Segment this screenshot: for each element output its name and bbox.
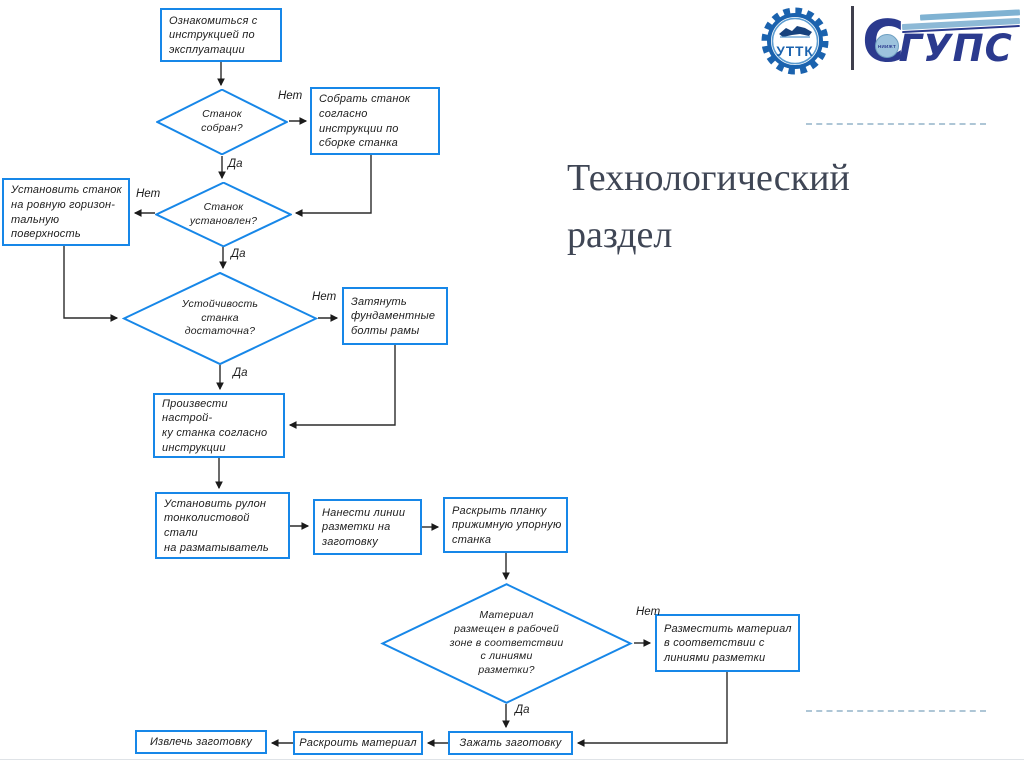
page-title: Технологический раздел <box>567 157 850 256</box>
step-label: Собрать станок согласно инструкции по сб… <box>319 93 411 150</box>
decision-label: Станок собран? <box>201 108 243 134</box>
decision-label: Станок установлен? <box>189 200 258 227</box>
step-label: Произвести настрой- ку станка согласно и… <box>162 397 268 454</box>
diamond-shape <box>380 583 633 704</box>
diamond-shape <box>156 89 288 155</box>
step-tighten-bolts: Затянуть фундаментные болты рамы <box>342 287 448 345</box>
decorative-dashed-line <box>806 710 986 712</box>
sgups-badge: НИИЖТ <box>875 34 899 58</box>
step-clamp-workpiece: Зажать заготовку <box>448 731 573 755</box>
logo-divider <box>851 6 854 70</box>
step-adjust-machine: Произвести настрой- ку станка согласно и… <box>153 393 285 458</box>
slide-bottom-edge <box>0 759 1024 760</box>
step-label: Раскрыть планку прижимную упорную станка <box>452 504 562 546</box>
branch-no-label: Нет <box>278 90 303 102</box>
decision-label: Материал размещен в рабочей зоне в соотв… <box>449 609 564 676</box>
branch-yes-label: Да <box>515 704 530 716</box>
diamond-shape <box>122 272 318 365</box>
uttk-gear-logo: УТТК <box>753 4 837 78</box>
step-label: Разместить материал в соответствии с лин… <box>664 622 792 664</box>
branch-no-label: Нет <box>636 606 661 618</box>
step-label: Извлечь заготовку <box>149 735 253 748</box>
step-label: Раскроить материал <box>299 736 417 749</box>
uttk-logo-text: УТТК <box>776 44 813 59</box>
branch-yes-label: Да <box>233 367 248 379</box>
step-extract-workpiece: Извлечь заготовку <box>135 730 267 754</box>
sgups-logo: С ГУПС НИИЖТ <box>862 8 1022 72</box>
step-label: Установить рулон тонколистовой стали на … <box>164 497 269 554</box>
gear-icon: УТТК <box>761 7 829 75</box>
sgups-letters-gups: ГУПС <box>898 27 1013 70</box>
decision-machine-installed: Станок установлен? <box>155 182 292 247</box>
step-label: Затянуть фундаментные болты рамы <box>351 295 436 337</box>
branch-yes-label: Да <box>228 158 243 170</box>
step-install-roll: Установить рулон тонколистовой стали на … <box>155 492 290 559</box>
sgups-wordmark: С ГУПС <box>862 12 1013 70</box>
branch-no-label: Нет <box>312 291 337 303</box>
step-label: Ознакомиться с инструкцией по эксплуатац… <box>169 14 258 56</box>
step-mark-lines: Нанести линии разметки на заготовку <box>313 499 422 555</box>
step-assemble-machine: Собрать станок согласно инструкции по сб… <box>310 87 440 155</box>
branch-yes-label: Да <box>231 248 246 260</box>
step-install-on-surface: Установить станок на ровную горизон- тал… <box>2 178 130 246</box>
diamond-shape <box>155 182 292 247</box>
decision-stability-sufficient: Устойчивость станка достаточна? <box>122 272 318 365</box>
step-cut-material: Раскроить материал <box>293 731 423 755</box>
step-label: Зажать заготовку <box>459 736 562 749</box>
step-place-material: Разместить материал в соответствии с лин… <box>655 614 800 672</box>
decision-label: Устойчивость станка достаточна? <box>181 298 259 338</box>
branch-no-label: Нет <box>136 188 161 200</box>
decision-material-placed: Материал размещен в рабочей зоне в соотв… <box>380 583 633 704</box>
step-label: Нанести линии разметки на заготовку <box>322 506 406 548</box>
step-open-clamp-bar: Раскрыть планку прижимную упорную станка <box>443 497 568 553</box>
step-read-manual: Ознакомиться с инструкцией по эксплуатац… <box>160 8 282 62</box>
decorative-dashed-line <box>806 123 986 125</box>
step-label: Установить станок на ровную горизон- тал… <box>11 184 122 241</box>
decision-machine-assembled: Станок собран? <box>156 89 288 155</box>
